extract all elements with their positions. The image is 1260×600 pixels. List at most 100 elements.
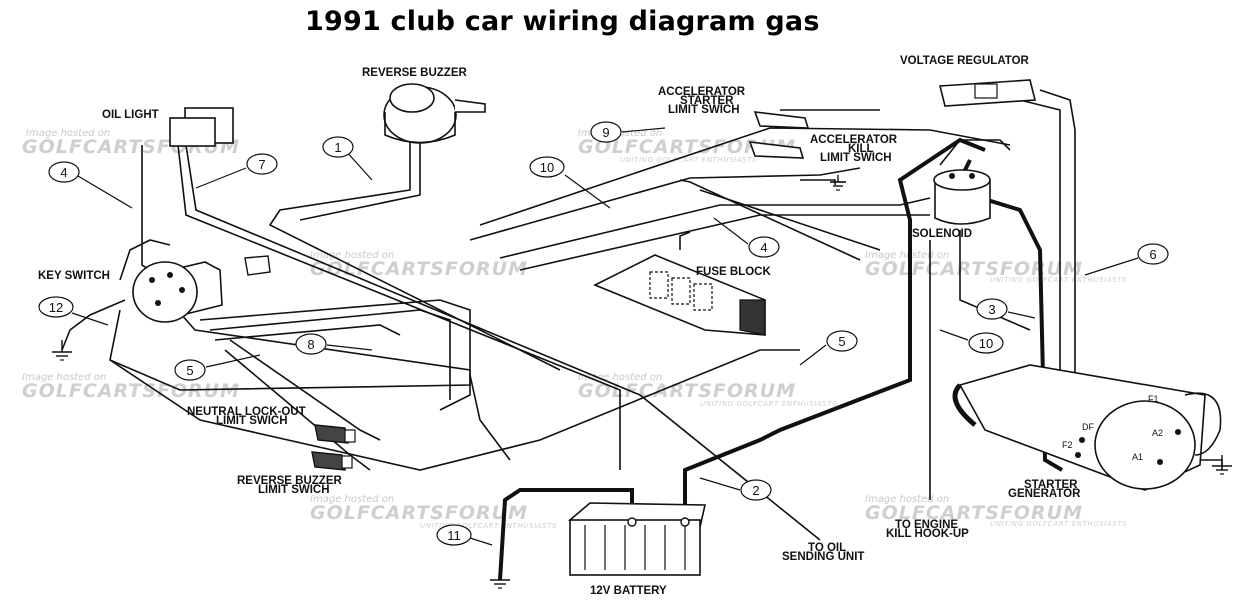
- wire-regulator-f: [1019, 99, 1061, 440]
- wire-number-badge: [748, 236, 780, 258]
- wire-number-10: 10: [979, 336, 993, 351]
- wire-number-5: 5: [838, 334, 845, 349]
- ground-icon: [52, 340, 72, 361]
- solenoid-top: [933, 169, 991, 191]
- wire-number-4: 4: [760, 240, 767, 255]
- wire-number-badge: [322, 136, 354, 158]
- watermark-brand: GOLFCARTSFORUM: [865, 502, 1083, 524]
- reverse-buzzer-bracket: [454, 99, 486, 113]
- fuse-block-end: [739, 299, 766, 336]
- wire-number-7: 7: [258, 157, 265, 172]
- wire-number-badge: [590, 121, 622, 143]
- key-switch-label: KEY SWITCH: [38, 270, 110, 282]
- battery-negative-post: [627, 517, 637, 527]
- cable-battery-negative: [498, 488, 634, 581]
- engine-kill-label-2: KILL HOOK-UP: [886, 528, 969, 540]
- wires: [61, 89, 1223, 581]
- wire-number-1: 1: [334, 140, 341, 155]
- ground-icon: [490, 570, 510, 589]
- accelerator-starter-limit-switch: ACCELERATOR STARTER LIMIT SWICH: [658, 86, 810, 129]
- watermark-hosted-text: Image hosted on: [578, 372, 662, 383]
- wire-to-reverse-switch: [224, 349, 371, 471]
- terminal-label-f1: F1: [1148, 394, 1159, 404]
- watermark-hosted-text: Image hosted on: [865, 494, 949, 505]
- starter-switch-label-3: LIMIT SWICH: [668, 104, 740, 116]
- watermark-tagline: UNITING GOLFCART ENTHUSIASTS: [990, 520, 1127, 528]
- key-switch-terminal-2: [167, 272, 173, 278]
- wire-to-neutral-switch: [229, 339, 381, 441]
- watermark-brand: GOLFCARTSFORUM: [310, 502, 528, 524]
- voltage-regulator: VOLTAGE REGULATOR: [900, 55, 1037, 107]
- fuse-block: FUSE BLOCK: [593, 254, 771, 336]
- watermark-brand: GOLFCARTSFORUM: [578, 136, 796, 158]
- wire-callouts: 1 2 3 4 4 5 5 6 7 8: [38, 121, 1169, 546]
- wire-number-badge: [968, 332, 1004, 354]
- ground-icon: [1212, 455, 1232, 475]
- reverse-switch-body: [311, 451, 346, 471]
- wire-number-badge: [295, 333, 327, 355]
- watermark-brand: GOLFCARTSFORUM: [865, 258, 1083, 280]
- neutral-switch-lever: [344, 429, 356, 443]
- kill-switch-label-1: ACCELERATOR: [810, 134, 898, 146]
- key-switch-terminal-4: [155, 300, 161, 306]
- watermark-tagline: UNITING GOLFCART ENTHUSIASTS: [420, 522, 557, 530]
- kill-switch-body: [748, 141, 805, 159]
- solenoid: SOLENOID: [912, 169, 991, 240]
- neutral-lockout-limit-switch: NEUTRAL LOCK-OUT LIMIT SWICH: [187, 406, 356, 444]
- generator-terminal-df: [1079, 437, 1085, 443]
- reverse-switch-label-2: LIMIT SWICH: [258, 484, 330, 496]
- wire-number-2: 2: [752, 483, 759, 498]
- oil-light-front: [169, 117, 216, 147]
- wire-fuse-top: [679, 231, 691, 250]
- starter-switch-label-2: STARTER: [680, 95, 734, 107]
- wire-number-badge: [436, 524, 472, 546]
- wire-number-8: 8: [307, 337, 314, 352]
- watermark-hosted-text: Image hosted on: [310, 494, 394, 505]
- watermark-hosted-text: Image hosted on: [26, 128, 110, 139]
- wire-number-badge: [48, 161, 80, 183]
- fuse-block-label: FUSE BLOCK: [696, 266, 771, 278]
- wire-number-badge: [174, 359, 206, 381]
- watermark-tagline: UNITING GOLFCART ENTHUSIASTS: [990, 276, 1127, 284]
- battery-positive-post: [680, 517, 690, 527]
- generator-terminal-f2: [1075, 452, 1081, 458]
- engine-kill-label-1: TO ENGINE: [895, 519, 958, 531]
- fuse-3: [693, 283, 713, 311]
- watermark-tagline: UNITING GOLFCART ENTHUSIASTS: [620, 156, 757, 164]
- wire-harness-diag-2: [699, 189, 881, 251]
- wire-number-11: 11: [447, 528, 461, 543]
- wire-buzzer-2: [299, 140, 421, 221]
- watermark-brand: GOLFCARTSFORUM: [22, 380, 240, 402]
- watermark-hosted-text: Image hosted on: [865, 250, 949, 261]
- wire-number-badge: [38, 296, 74, 318]
- key-switch-terminal-1: [149, 277, 155, 283]
- voltage-regulator-face: [974, 83, 998, 99]
- generator-terminal-a1: [1157, 459, 1163, 465]
- generator-label-2: GENERATOR: [1008, 488, 1081, 500]
- battery-case: [569, 519, 701, 576]
- wire-number-12: 12: [49, 300, 63, 315]
- wire-harness-top-a: [479, 127, 1011, 226]
- wire-number-6: 6: [1149, 247, 1156, 262]
- solenoid-body: [934, 180, 991, 225]
- starter-switch-body: [753, 111, 810, 129]
- watermark-tagline: UNITING GOLFCART ENTHUSIASTS: [700, 400, 837, 408]
- solenoid-terminal-a: [949, 173, 955, 179]
- wire-lower-harness-end: [469, 374, 511, 461]
- wire-harness-top-b: [469, 167, 861, 241]
- reverse-buzzer-limit-switch: REVERSE BUZZER LIMIT SWICH: [237, 451, 353, 496]
- wire-solenoid-lower: [959, 230, 1031, 331]
- cable-battery-positive: [683, 137, 986, 520]
- wire-keyswitch-loop-3: [209, 309, 451, 400]
- watermark-hosted-text: Image hosted on: [310, 250, 394, 261]
- oil-light: OIL LIGHT: [102, 107, 234, 147]
- wire-keyswitch-loop-2: [199, 299, 471, 411]
- page-title: 1991 club car wiring diagram gas: [305, 6, 820, 37]
- wire-number-badge: [740, 479, 772, 501]
- wire-number-badge: [246, 153, 278, 175]
- neutral-switch-label-2: LIMIT SWICH: [216, 415, 288, 427]
- wire-keyswitch-top: [119, 239, 171, 281]
- solenoid-label: SOLENOID: [912, 228, 972, 240]
- key-switch: KEY SWITCH: [38, 255, 271, 323]
- starter-generator: DF F1 F2 A2 A1 STARTER GENERATOR: [952, 364, 1222, 500]
